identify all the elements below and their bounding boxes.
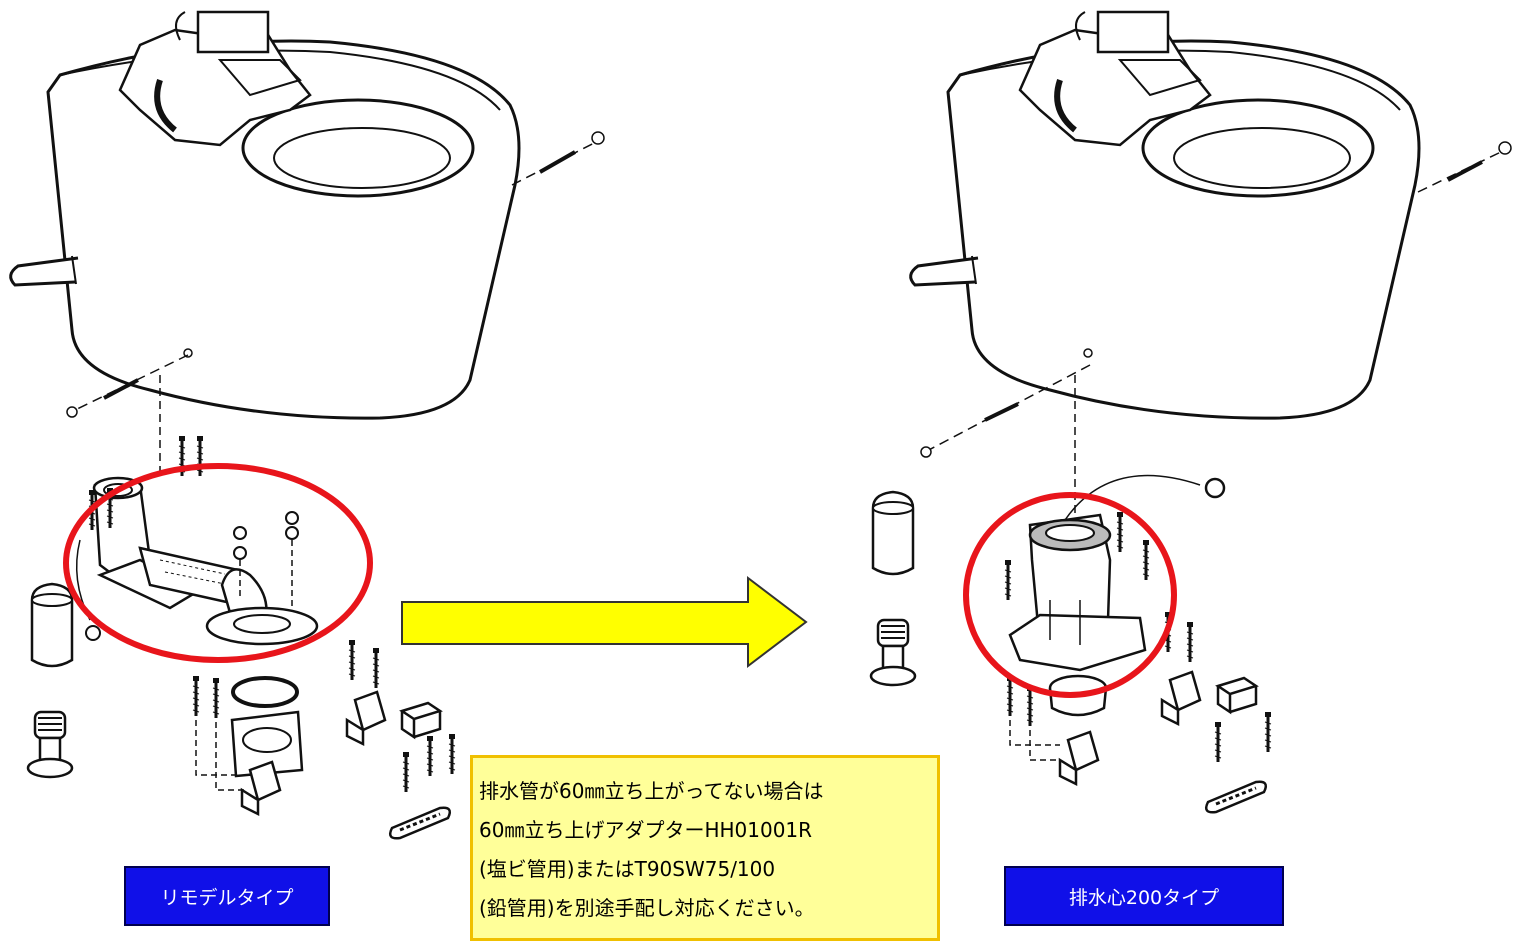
note-line: (鉛管用)を別途手配し対応ください。	[479, 896, 815, 920]
right-bracket-bottom	[1058, 730, 1100, 786]
note-line: (塩ビ管用)またはT90SW75/100	[479, 857, 776, 881]
remodel-type-label: リモデルタイプ	[124, 866, 330, 926]
left-flange-ring	[230, 710, 304, 778]
left-adjuster	[26, 710, 74, 779]
left-highlight-circle	[63, 463, 373, 663]
right-drain-adapter	[1008, 513, 1147, 672]
note-line: 排水管が60㎜立ち上がってない場合は	[479, 779, 824, 803]
adapter-note: 排水管が60㎜立ち上がってない場合は 60㎜立ち上げアダプターHH01001R …	[470, 755, 940, 941]
right-adjuster	[869, 618, 917, 687]
right-rear-screw	[1417, 141, 1512, 193]
left-plate	[388, 806, 452, 840]
left-rear-screw	[511, 131, 605, 186]
right-toilet	[911, 12, 1419, 418]
left-bracket-right	[345, 690, 387, 746]
left-block	[400, 701, 442, 739]
left-drain-adapter	[75, 476, 319, 646]
right-bracket-right	[1160, 670, 1202, 726]
note-line: 60㎜立ち上げアダプターHH01001R	[479, 818, 813, 842]
drain-center-200-type-label: 排水心200タイプ	[1004, 866, 1284, 926]
left-nuts	[233, 511, 299, 610]
right-block	[1216, 676, 1258, 714]
transition-arrow	[401, 575, 808, 669]
right-plate	[1204, 780, 1268, 814]
left-plug	[30, 582, 74, 668]
right-plug	[871, 490, 915, 576]
left-toilet	[11, 12, 519, 418]
left-side-screw	[66, 354, 189, 475]
right-highlight-circle	[963, 492, 1177, 698]
